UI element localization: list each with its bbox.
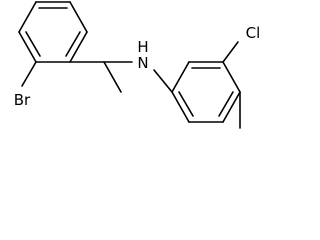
atom-label-br: Br — [14, 91, 31, 109]
bond-ring2-a — [171, 61, 190, 93]
double-bond-ring2-3 — [178, 91, 194, 117]
bond-ring1-b — [69, 1, 88, 33]
double-bond-ring1-3 — [25, 31, 41, 57]
bond-n-ring — [153, 69, 173, 93]
bond-ring1-c — [69, 31, 88, 63]
bond-ring1-e — [18, 31, 37, 63]
bond-c-br — [21, 61, 37, 87]
bond-c-cl — [222, 41, 239, 63]
molecule-structure: Br H N Cl — [14, 1, 261, 129]
atom-label-n: N — [137, 54, 148, 72]
bond-ring1-f — [18, 1, 37, 33]
double-bond-ring1-2 — [65, 31, 81, 57]
bond-ring2-c — [222, 61, 241, 93]
chloromethylphenyl-ring — [171, 61, 241, 123]
bromophenyl-ring — [18, 1, 88, 63]
bond-ch-methyl — [103, 61, 122, 93]
bond-ring2-f — [171, 91, 190, 123]
bond-ring2-d — [222, 91, 241, 123]
atom-label-h: H — [137, 38, 148, 56]
atom-label-cl: Cl — [246, 24, 261, 42]
double-bond-ring2-2 — [218, 91, 234, 117]
